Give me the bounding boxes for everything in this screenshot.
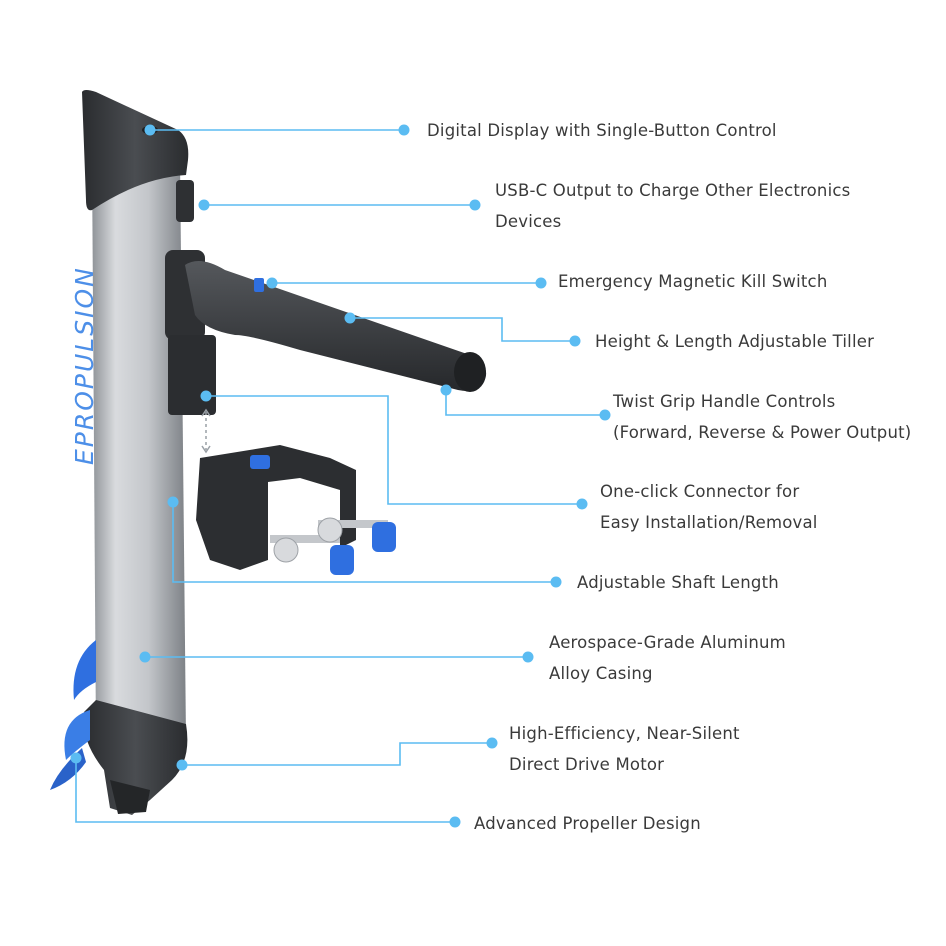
callout-dot-propeller-end (449, 816, 461, 828)
callout-label-twist-grip: Twist Grip Handle Controls (Forward, Rev… (613, 392, 912, 442)
callout-dot-shaft-end (550, 576, 562, 588)
callout-line-twist-grip (445, 390, 605, 416)
callout-line-shaft (172, 502, 556, 583)
brand-text: EPROPULSION (70, 266, 99, 465)
kill-switch-icon (254, 278, 264, 292)
callout-dot-propeller-start (70, 752, 82, 764)
callout-dot-twist-grip-start (440, 384, 452, 396)
callout-line-motor (182, 742, 492, 766)
callout-dot-casing-start (139, 651, 151, 663)
callout-dot-kill-switch-start (266, 277, 278, 289)
motor-housing (83, 700, 188, 815)
callout-label-tiller: Height & Length Adjustable Tiller (595, 332, 875, 351)
callout-dot-shaft-start (167, 496, 179, 508)
callout-dot-usbc-end (469, 199, 481, 211)
brand-logo: EPROPULSION (70, 205, 99, 465)
callout-label-display: Digital Display with Single-Button Contr… (427, 121, 777, 140)
callout-line-propeller (75, 758, 455, 823)
callout-line-tiller (350, 317, 575, 342)
transom-clamp (196, 445, 396, 575)
callout-dot-motor-start (176, 759, 188, 771)
callout-label-casing: Aerospace-Grade Aluminum Alloy Casing (549, 633, 786, 683)
callout-label-motor: High-Efficiency, Near-Silent Direct Driv… (509, 724, 740, 774)
callout-dot-twist-grip-end (599, 409, 611, 421)
callout-label-propeller: Advanced Propeller Design (474, 814, 701, 833)
callout-dot-connector-start (200, 390, 212, 402)
callout-lines (70, 124, 611, 828)
callout-dot-display-start (144, 124, 156, 136)
usb-port-block (176, 180, 194, 222)
aluminum-casing (92, 160, 186, 740)
callout-label-shaft: Adjustable Shaft Length (577, 573, 779, 592)
tiller-arm (185, 261, 487, 392)
callout-dot-tiller-start (344, 312, 356, 324)
callout-dot-motor-end (486, 737, 498, 749)
callout-label-usbc: USB-C Output to Charge Other Electronics… (495, 181, 851, 231)
propeller-icon (50, 640, 96, 790)
connector-arrow (201, 408, 211, 454)
callout-line-connector (206, 395, 582, 505)
callout-label-connector: One-click Connector for Easy Installatio… (600, 482, 818, 532)
callout-dot-kill-switch-end (535, 277, 547, 289)
callout-dot-casing-end (522, 651, 534, 663)
callout-label-kill-switch: Emergency Magnetic Kill Switch (558, 272, 828, 291)
callout-dot-tiller-end (569, 335, 581, 347)
callout-dot-display-end (398, 124, 410, 136)
callout-dot-connector-end (576, 498, 588, 510)
callout-dot-usbc-start (198, 199, 210, 211)
